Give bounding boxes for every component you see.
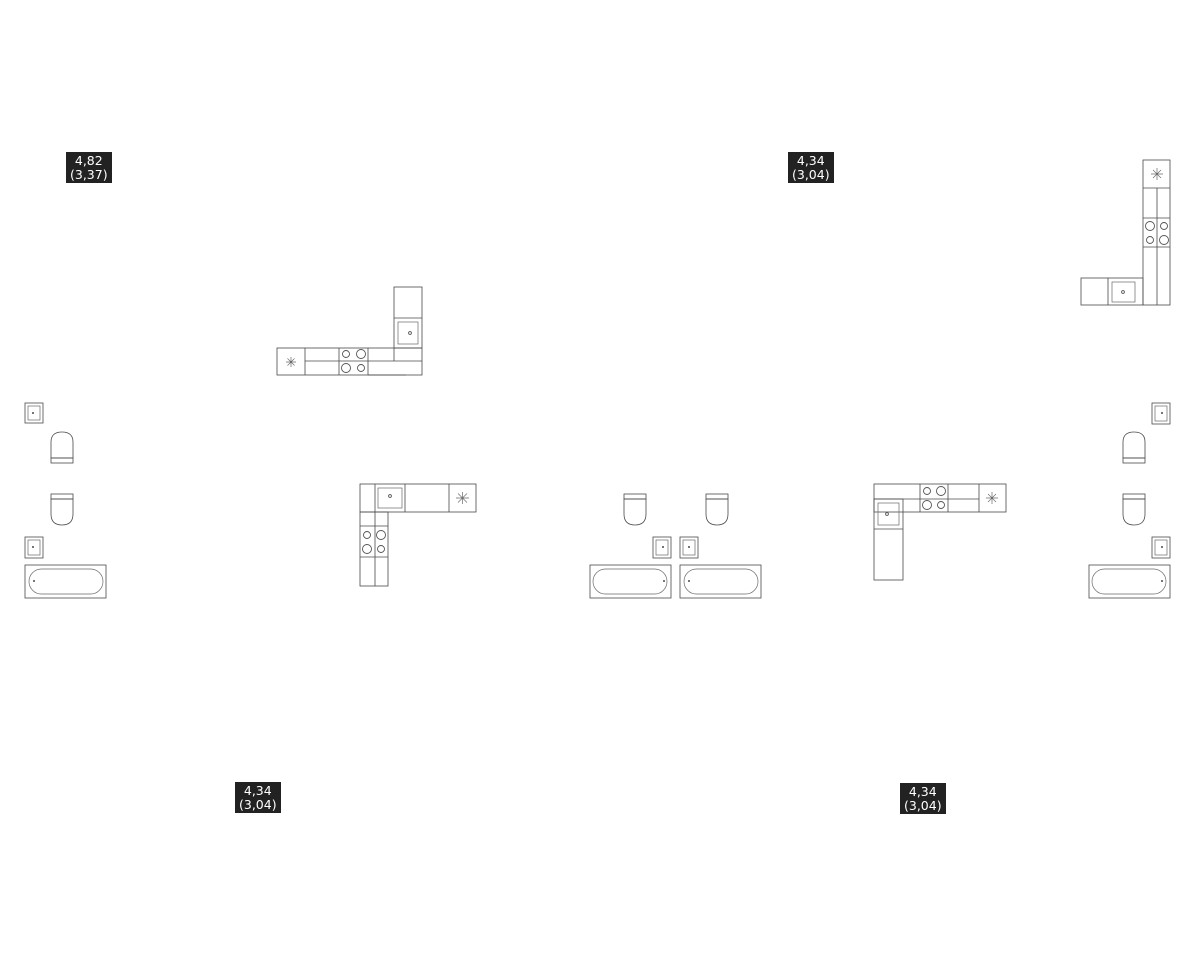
hob-icon — [341, 349, 366, 373]
area-living: (3,04) — [239, 797, 277, 812]
toilet-icon — [50, 431, 74, 464]
bathtub-icon — [679, 564, 762, 599]
kitchen-counter — [1142, 159, 1171, 306]
hob-icon — [362, 530, 386, 554]
area-total: 4,34 — [243, 783, 272, 798]
bathroom-1 — [24, 402, 107, 599]
toilet-icon — [1122, 431, 1146, 464]
washbasin-icon — [652, 536, 672, 559]
bathroom-3 — [679, 493, 762, 599]
fridge-icon — [456, 492, 469, 504]
sink-icon — [877, 502, 900, 526]
area-living: (3,04) — [904, 798, 942, 813]
fridge-icon — [1151, 168, 1163, 180]
bathtub-icon — [589, 564, 672, 599]
area-total: 4,82 — [74, 153, 103, 168]
bathtub-icon — [24, 564, 107, 599]
kitchen-counter — [359, 483, 477, 513]
hob-icon — [1145, 221, 1169, 245]
toilet-icon — [1122, 493, 1146, 526]
area-label: 4,34 (3,04) — [788, 152, 834, 183]
washbasin-icon — [24, 402, 44, 424]
area-living: (3,37) — [70, 167, 108, 182]
hob-icon — [922, 486, 946, 510]
area-label: 4,34 (3,04) — [235, 782, 281, 813]
kitchen-unit-4 — [873, 483, 1007, 581]
kitchen-counter — [873, 498, 904, 581]
bathroom-2 — [589, 493, 672, 599]
kitchen-unit-2 — [1080, 159, 1171, 306]
washbasin-icon — [679, 536, 699, 559]
area-total: 4,34 — [796, 153, 825, 168]
area-label: 4,82 (3,37) — [66, 152, 112, 183]
sink-icon — [377, 487, 403, 509]
area-total: 4,34 — [908, 784, 937, 799]
kitchen-counter — [393, 286, 423, 349]
kitchen-counter — [359, 511, 389, 587]
kitchen-counter — [873, 483, 1007, 513]
bathtub-icon — [1088, 564, 1171, 599]
washbasin-icon — [1151, 536, 1171, 559]
bathroom-4 — [1088, 402, 1171, 599]
area-label: 4,34 (3,04) — [900, 783, 946, 814]
fridge-icon — [286, 357, 296, 367]
toilet-icon — [623, 493, 647, 526]
area-living: (3,04) — [792, 167, 830, 182]
sink-icon — [1111, 281, 1136, 303]
kitchen-counter — [276, 347, 423, 376]
toilet-icon — [50, 493, 74, 526]
washbasin-icon — [1151, 402, 1171, 425]
kitchen-unit-1 — [276, 286, 423, 376]
sink-icon — [397, 321, 419, 345]
toilet-icon — [705, 493, 729, 526]
washbasin-icon — [24, 536, 44, 559]
fridge-icon — [986, 492, 998, 504]
kitchen-unit-3 — [359, 483, 477, 587]
kitchen-counter — [1080, 277, 1144, 306]
